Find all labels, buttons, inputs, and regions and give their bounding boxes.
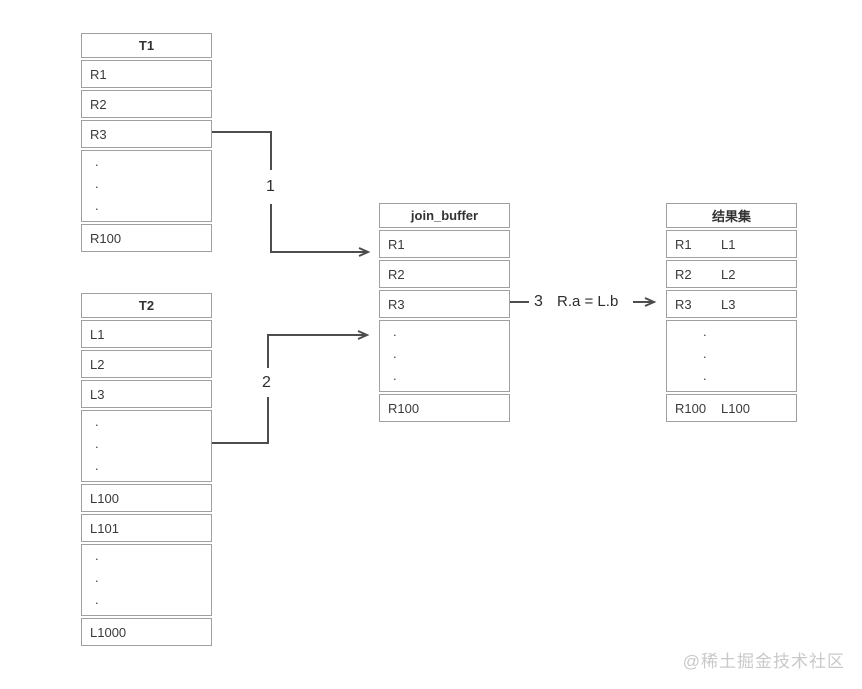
arrow-1-segment-a (212, 131, 272, 170)
table-row: L101 (81, 514, 212, 542)
result-right-value: L2 (721, 266, 736, 282)
table-row: R3 (379, 290, 510, 318)
dot: . (95, 176, 99, 191)
table-result-set: 结果集 R1 L1 R2 L2 R3 L3 . . . R100 L100 (666, 203, 797, 422)
table-row: R100 (81, 224, 212, 252)
table-result-set-title: 结果集 (666, 203, 797, 228)
step-1-label: 1 (266, 178, 275, 195)
dot: . (95, 458, 99, 473)
ellipsis-row: . . . (666, 320, 797, 392)
result-right-value: L100 (721, 400, 750, 416)
table-row: R100 (379, 394, 510, 422)
result-left-value: R1 (675, 236, 692, 252)
join-condition-label: R.a = L.b (557, 293, 619, 310)
result-left-value: R2 (675, 266, 692, 282)
dot: . (95, 198, 99, 213)
dot: . (393, 324, 397, 339)
table-row: R3 L3 (666, 290, 797, 318)
result-right-value: L1 (721, 236, 736, 252)
dot: . (703, 368, 707, 383)
ellipsis-row: . . . (81, 410, 212, 482)
ellipsis-row: . . . (81, 150, 212, 222)
table-row: L2 (81, 350, 212, 378)
dot: . (393, 346, 397, 361)
dot: . (95, 592, 99, 607)
table-t2: T2 L1 L2 L3 . . . L100 L101 . . . L1000 (81, 293, 212, 646)
result-right-value: L3 (721, 296, 736, 312)
arrow-2-segment-b (267, 330, 370, 368)
dot: . (95, 436, 99, 451)
dot: . (95, 414, 99, 429)
dot: . (95, 548, 99, 563)
table-t1: T1 R1 R2 R3 . . . R100 (81, 33, 212, 252)
arrow-1-segment-b (270, 204, 371, 257)
result-left-value: R100 (675, 400, 707, 416)
table-row: R2 L2 (666, 260, 797, 288)
table-row: R1 (379, 230, 510, 258)
table-row: L3 (81, 380, 212, 408)
ellipsis-row: . . . (81, 544, 212, 616)
table-row: L100 (81, 484, 212, 512)
table-row: R2 (379, 260, 510, 288)
watermark: @稀土掘金技术社区 (682, 652, 845, 671)
table-row: R100 L100 (666, 394, 797, 422)
table-row: R3 (81, 120, 212, 148)
arrow-2-segment-a (212, 397, 269, 444)
dot: . (703, 346, 707, 361)
table-t2-title: T2 (81, 293, 212, 318)
dot: . (393, 368, 397, 383)
result-left-value: R3 (675, 296, 692, 312)
step-3-label: 3 (534, 293, 543, 310)
table-row: L1 (81, 320, 212, 348)
table-t1-title: T1 (81, 33, 212, 58)
step-2-label: 2 (262, 374, 271, 391)
ellipsis-row: . . . (379, 320, 510, 392)
table-row: L1000 (81, 618, 212, 646)
dot: . (95, 154, 99, 169)
table-row: R2 (81, 90, 212, 118)
table-row: R1 L1 (666, 230, 797, 258)
dot: . (95, 570, 99, 585)
dot: . (703, 324, 707, 339)
table-join-buffer: join_buffer R1 R2 R3 . . . R100 (379, 203, 510, 422)
table-join-buffer-title: join_buffer (379, 203, 510, 228)
table-row: R1 (81, 60, 212, 88)
